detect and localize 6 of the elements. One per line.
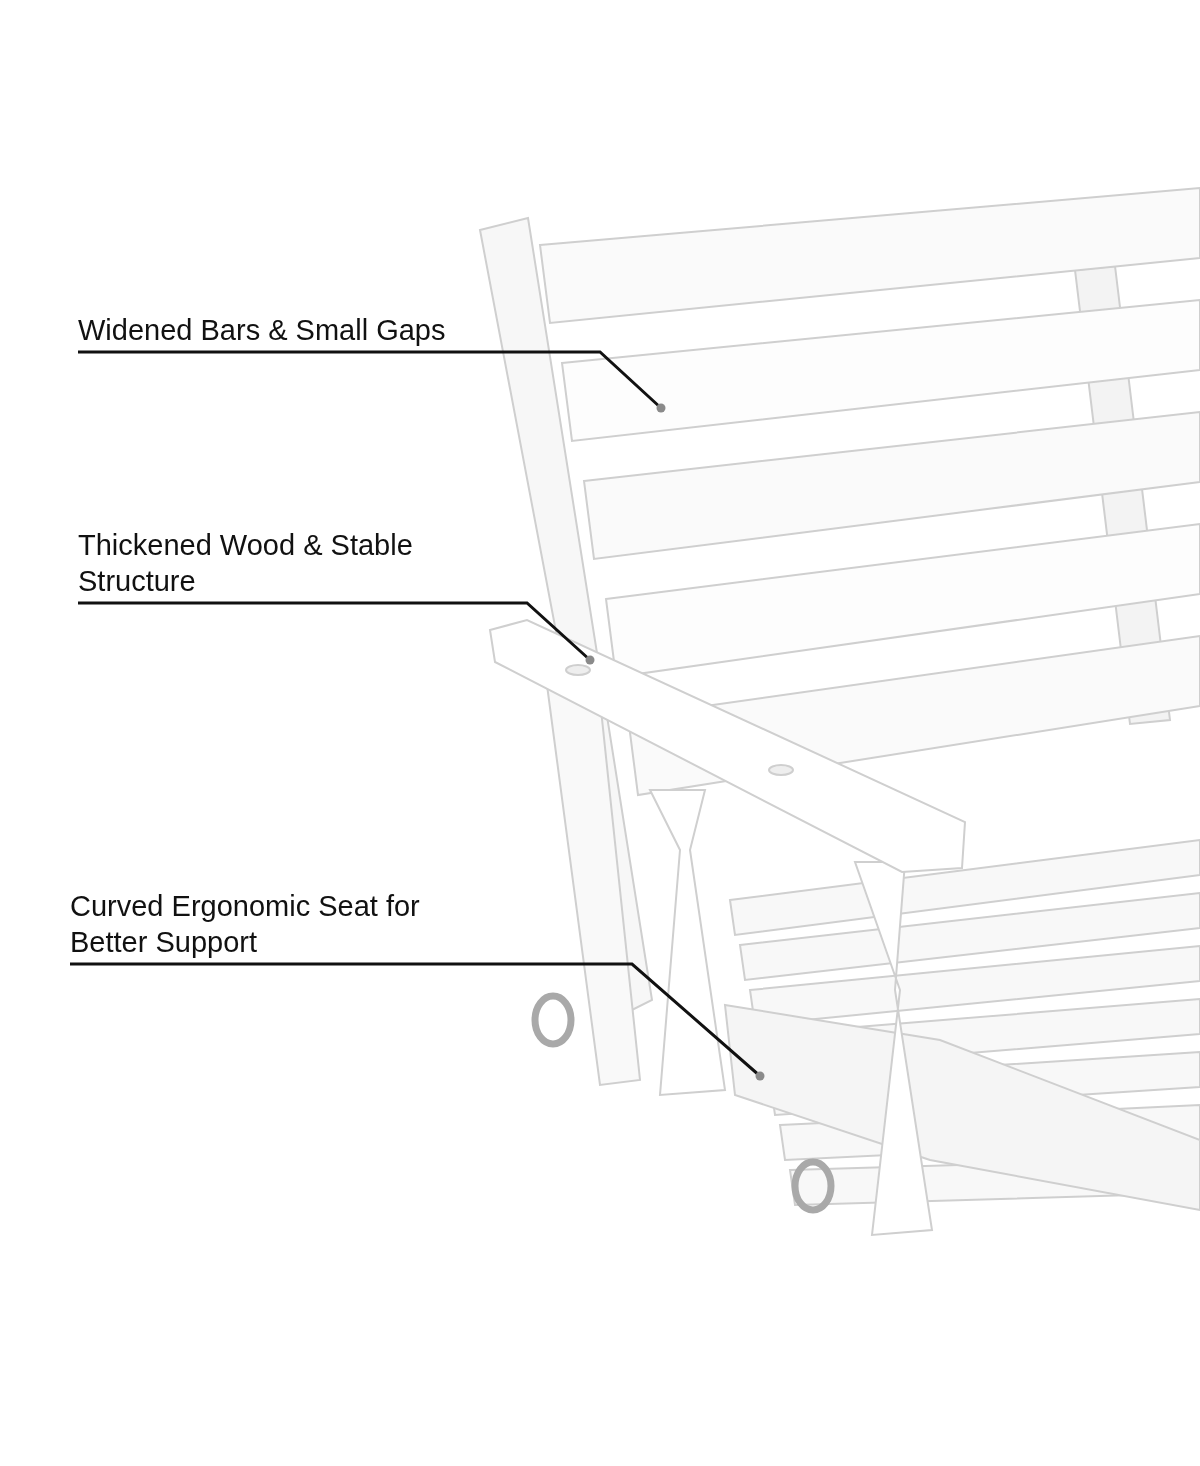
leader-line [78,350,666,413]
leader-line [78,601,595,665]
callout-text: Thickened Wood & Stable Structure [78,527,498,599]
leader-line [70,962,765,1081]
callout-text: Curved Ergonomic Seat for Better Support [70,888,450,960]
callout-text: Widened Bars & Small Gaps [78,312,518,348]
